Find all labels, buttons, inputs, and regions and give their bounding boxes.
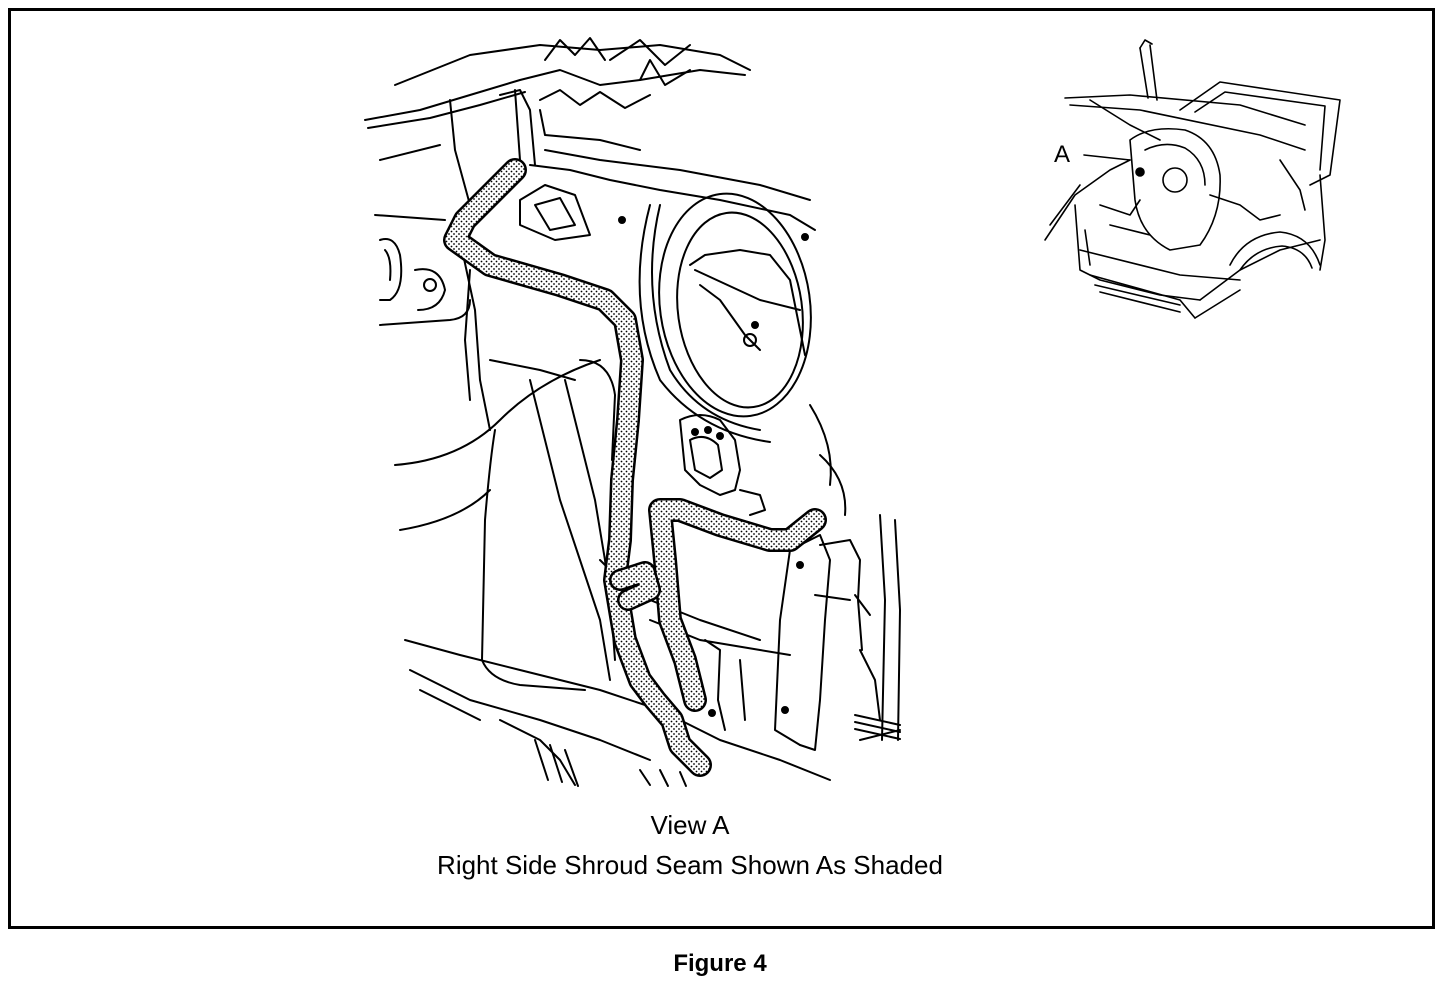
view-label: View A (650, 810, 730, 840)
callout-letter-a: A (1054, 141, 1071, 168)
shroud-seam-shaded (443, 158, 827, 777)
vehicle-inset (1044, 39, 1341, 319)
figure-caption: Right Side Shroud Seam Shown As Shaded (437, 850, 943, 880)
main-view-panels (364, 37, 901, 787)
figure-number: Figure 4 (673, 950, 767, 977)
